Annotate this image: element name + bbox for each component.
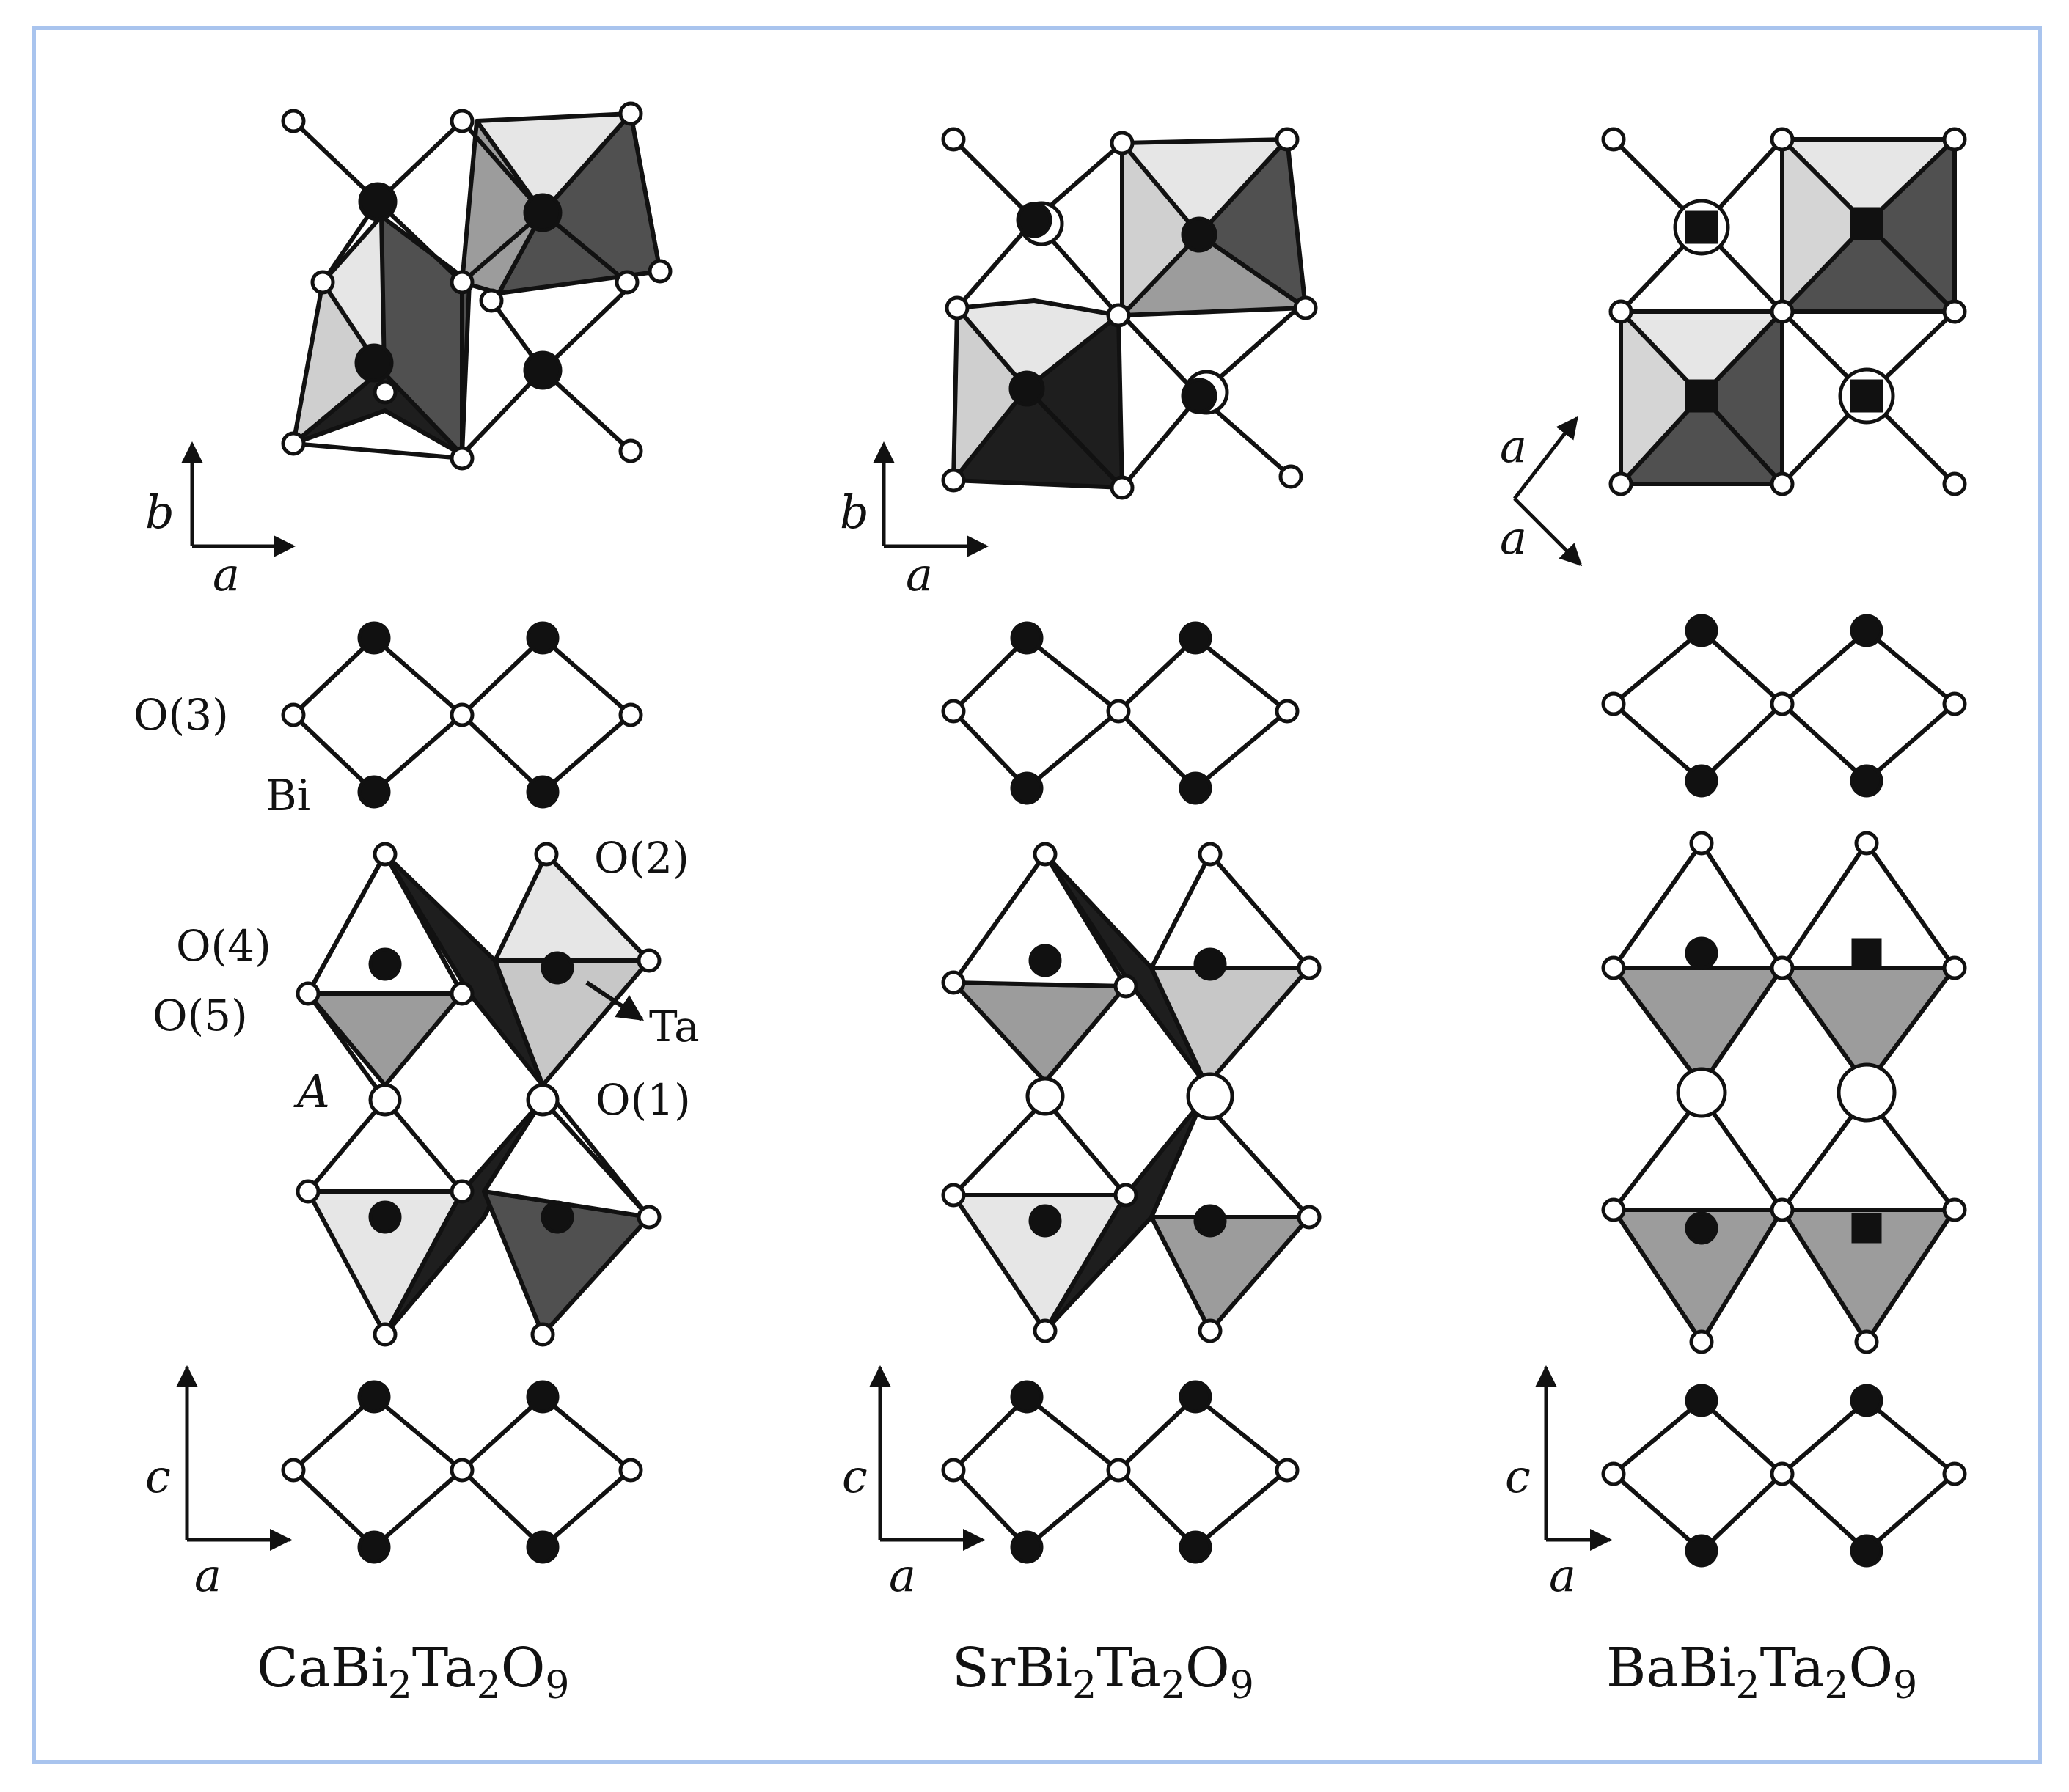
label-o2: O(2) [594, 833, 689, 883]
axis-label-a: a [1549, 1549, 1576, 1602]
ac-atoms-sr [941, 621, 1322, 1564]
label-o1: O(1) [596, 1075, 691, 1125]
label-o3: O(3) [133, 690, 229, 740]
axis-label-a: a [906, 548, 933, 601]
ab-atoms-ba [1601, 127, 1967, 496]
ac-atoms-ca [281, 621, 662, 1564]
panel-babi2ta2o9: a a [1500, 127, 1967, 1708]
axis-ac-ca [176, 1365, 292, 1551]
axis-label-a: a [1500, 419, 1527, 473]
formula-srbi2ta2o9: SrBi2Ta2O9 [952, 1637, 1254, 1708]
axis-aa-ba [1513, 416, 1583, 567]
axis-ab-sr [873, 441, 989, 557]
ab-projection-ba [1611, 137, 1957, 486]
ac-atoms-ba [1601, 614, 1967, 1568]
panel-srbi2ta2o9: b a [840, 127, 1322, 1708]
ab-atoms-sr [941, 127, 1318, 500]
label-o4: O(4) [176, 921, 271, 971]
axis-label-b: b [840, 485, 869, 539]
formula-cabi2ta2o9: CaBi2Ta2O9 [257, 1637, 569, 1708]
axis-label-a: a [194, 1549, 221, 1602]
label-o5: O(5) [153, 991, 248, 1040]
panel-cabi2ta2o9: b a [133, 101, 700, 1708]
label-a-site: A [293, 1065, 330, 1118]
axis-label-c: c [1505, 1450, 1531, 1503]
axis-label-a: a [1500, 511, 1527, 565]
axis-ab-ca [181, 441, 296, 557]
axis-ac-ba [1535, 1365, 1612, 1551]
ab-projection-ca [291, 111, 662, 460]
ac-projection-ba [1611, 628, 1957, 1553]
axis-label-c: c [842, 1450, 868, 1503]
formula-babi2ta2o9: BaBi2Ta2O9 [1606, 1637, 1917, 1708]
axis-label-a: a [889, 1549, 916, 1602]
ab-atoms-ca [281, 101, 673, 471]
label-bi: Bi [266, 771, 310, 820]
axis-ac-sr [869, 1365, 985, 1551]
axis-label-b: b [145, 485, 175, 539]
ac-projection-sr [951, 636, 1311, 1549]
label-ta: Ta [649, 1002, 700, 1051]
axis-label-c: c [145, 1450, 171, 1503]
ab-projection-sr [951, 137, 1308, 490]
axis-label-a: a [213, 548, 240, 601]
